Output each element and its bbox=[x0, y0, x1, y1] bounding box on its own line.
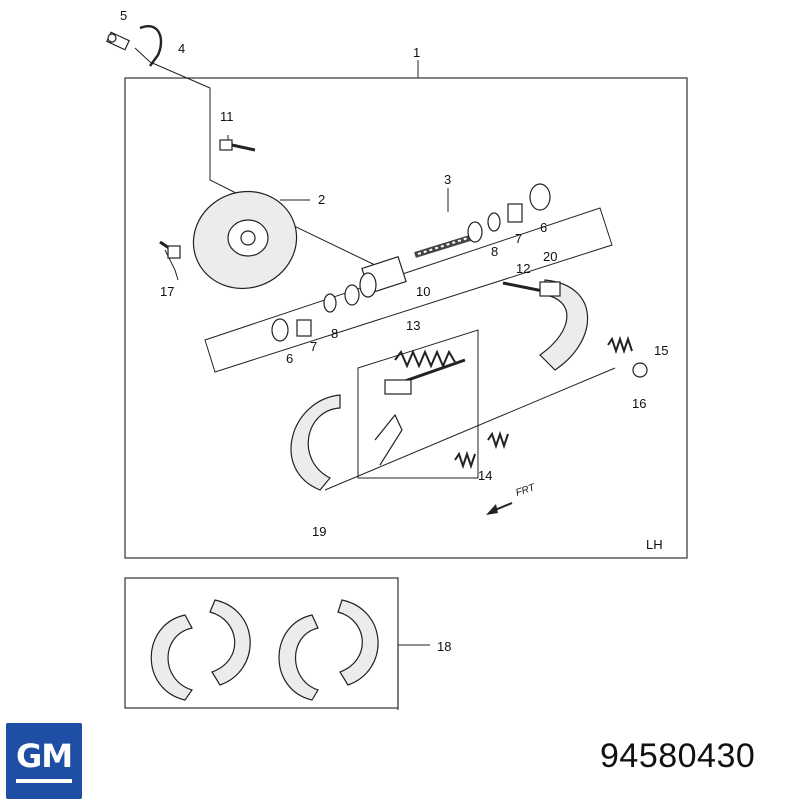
spring-icon bbox=[607, 335, 648, 378]
callout-7b: 7 bbox=[515, 231, 522, 246]
callout-2: 2 bbox=[318, 192, 325, 207]
gm-logo: GM bbox=[6, 723, 82, 799]
bleeder-screw-icon bbox=[106, 31, 130, 51]
callout-13: 13 bbox=[406, 318, 420, 333]
callout-14: 14 bbox=[478, 468, 492, 483]
part-number: 94580430 bbox=[600, 737, 756, 775]
adjuster-group-outline bbox=[357, 329, 479, 479]
callout-6a: 6 bbox=[286, 351, 293, 366]
callout-6b: 6 bbox=[540, 220, 547, 235]
adjuster-icon bbox=[374, 349, 466, 466]
callout-15: 15 bbox=[654, 343, 668, 358]
shoe-kit-icon bbox=[150, 599, 379, 701]
callout-17: 17 bbox=[160, 284, 174, 299]
brake-shoe-icon bbox=[290, 394, 341, 491]
return-spring-icon bbox=[454, 430, 509, 470]
side-label: LH bbox=[646, 537, 663, 552]
piston-set-icon bbox=[271, 183, 551, 342]
front-arrow-icon bbox=[486, 502, 513, 515]
gm-logo-text: GM bbox=[15, 737, 73, 775]
frt-label: FRT bbox=[515, 482, 538, 499]
callout-12: 12 bbox=[516, 261, 530, 276]
callout-10: 10 bbox=[416, 284, 430, 299]
cylinder-group-outline bbox=[204, 207, 613, 373]
plug-icon bbox=[159, 240, 181, 259]
callout-5: 5 bbox=[120, 8, 127, 23]
callout-19: 19 bbox=[312, 524, 326, 539]
callout-4: 4 bbox=[178, 41, 185, 56]
main-frame bbox=[124, 77, 688, 559]
brake-pipe-icon bbox=[139, 25, 163, 67]
callout-16: 16 bbox=[632, 396, 646, 411]
backing-plate-icon bbox=[192, 190, 298, 290]
callout-8b: 8 bbox=[491, 244, 498, 259]
lever-shoe-icon bbox=[502, 279, 589, 371]
gm-logo-underline bbox=[16, 779, 72, 783]
kit-frame bbox=[124, 577, 399, 709]
callout-1: 1 bbox=[413, 45, 420, 60]
bolt-icon bbox=[219, 139, 256, 152]
callout-11: 11 bbox=[220, 109, 234, 124]
callout-8a: 8 bbox=[331, 326, 338, 341]
callout-7a: 7 bbox=[310, 339, 317, 354]
callout-20: 20 bbox=[543, 249, 557, 264]
callout-18: 18 bbox=[437, 639, 451, 654]
wheel-cylinder-icon bbox=[359, 235, 471, 298]
callout-3: 3 bbox=[444, 172, 451, 187]
